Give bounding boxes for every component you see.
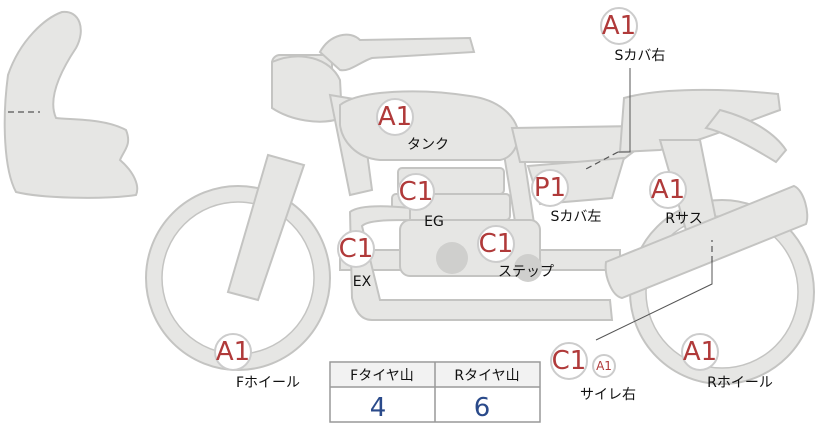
label-front-wheel: Fホイール bbox=[236, 375, 300, 391]
exhaust-pipe bbox=[348, 205, 614, 321]
marker-side-cover-left: P1 Sカバ左 bbox=[531, 169, 602, 225]
label-muffler-right: サイレ右 bbox=[580, 387, 636, 403]
table-value-rear: 6 bbox=[474, 393, 491, 423]
label-exhaust: EX bbox=[353, 274, 372, 290]
table-header-front: Fタイヤ山 bbox=[350, 368, 414, 384]
grade-exhaust: C1 bbox=[339, 234, 374, 264]
leader-lines bbox=[583, 68, 713, 341]
grade-rear-wheel: A1 bbox=[683, 337, 717, 367]
grade-side-cover-left: P1 bbox=[534, 173, 566, 203]
table-value-front: 4 bbox=[370, 393, 387, 423]
label-step: ステップ bbox=[498, 264, 554, 280]
marker-step: C1 ステップ bbox=[477, 225, 554, 280]
label-side-cover-right: Sカバ右 bbox=[615, 48, 666, 64]
marker-side-cover-right: A1 Sカバ右 bbox=[600, 7, 666, 64]
label-rear-suspension: Rサス bbox=[665, 211, 702, 227]
grade-tank: A1 bbox=[378, 102, 412, 132]
marker-rear-suspension: A1 Rサス bbox=[649, 171, 703, 227]
grade-front-wheel: A1 bbox=[216, 337, 250, 367]
label-rear-wheel: Rホイール bbox=[707, 375, 773, 391]
grade-step: C1 bbox=[479, 229, 514, 259]
tire-tread-table: Fタイヤ山 Rタイヤ山 4 6 bbox=[329, 361, 541, 423]
grade-rear-suspension: A1 bbox=[651, 175, 685, 205]
label-side-cover-left: Sカバ左 bbox=[551, 209, 602, 225]
marker-rear-wheel: A1 Rホイール bbox=[681, 333, 773, 391]
front-fairing bbox=[3, 10, 139, 199]
marker-front-wheel: A1 Fホイール bbox=[214, 333, 300, 391]
label-tank: タンク bbox=[407, 137, 449, 153]
muffler bbox=[604, 184, 809, 300]
marker-muffler-right: C1 A1 サイレ右 bbox=[550, 342, 636, 403]
handlebar bbox=[318, 33, 476, 72]
marker-tank: A1 タンク bbox=[376, 98, 449, 153]
label-engine: EG bbox=[424, 214, 444, 230]
sub-grade-muffler-right: A1 bbox=[596, 359, 612, 373]
seat bbox=[510, 88, 788, 164]
marker-engine: C1 EG bbox=[397, 173, 444, 230]
marker-exhaust: C1 EX bbox=[337, 230, 375, 290]
grade-engine: C1 bbox=[399, 177, 434, 207]
grade-side-cover-right: A1 bbox=[602, 11, 636, 41]
grade-muffler-right: C1 bbox=[552, 346, 587, 376]
table-header-rear: Rタイヤ山 bbox=[454, 368, 519, 384]
